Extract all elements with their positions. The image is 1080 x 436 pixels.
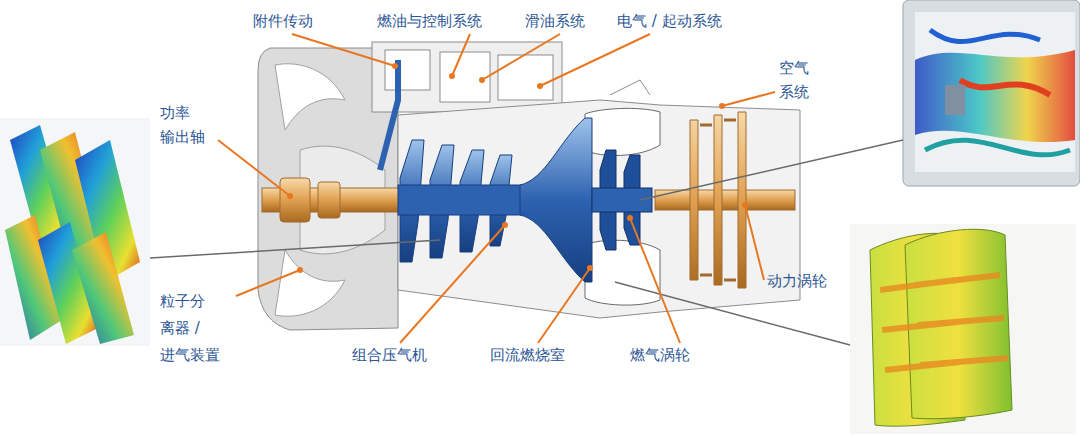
leader-dot <box>449 73 455 79</box>
leader-dot <box>537 83 543 89</box>
leader-dot <box>587 265 593 271</box>
leader-dot <box>742 202 748 208</box>
engine-section <box>610 80 650 95</box>
leader-line <box>482 34 560 80</box>
engine-section <box>690 112 746 288</box>
combustor-cfd-inset <box>903 0 1080 186</box>
part-label: 滑油系统 <box>525 12 585 31</box>
engine-section <box>498 55 553 100</box>
leader-line <box>400 225 505 343</box>
leader-dot <box>392 63 398 69</box>
leader-dot <box>297 267 303 273</box>
leader-line <box>540 34 650 86</box>
leader-line <box>745 205 764 280</box>
leader-line <box>236 270 300 296</box>
combustor-cfd-inset <box>903 0 1080 186</box>
part-label: 电气 / 起动系统 <box>617 12 722 31</box>
engine-section <box>275 64 345 130</box>
inset-callout-line <box>150 240 440 258</box>
combustor-cfd-inset <box>930 30 1040 42</box>
engine-section <box>585 108 660 155</box>
turbine-blade-inset <box>880 275 1008 370</box>
engine-section <box>380 60 398 170</box>
leader-dot <box>287 193 293 199</box>
leader-line <box>218 34 775 343</box>
combustor-cfd-inset <box>945 85 965 115</box>
combustor-cfd-inset <box>915 50 1075 142</box>
part-label: 燃气涡轮 <box>630 346 690 365</box>
compressor-cfd-inset <box>0 118 150 346</box>
part-label: 回流燃烧室 <box>490 346 565 365</box>
inset-callout-line <box>640 140 903 200</box>
turbine-blade-inset <box>850 224 1076 434</box>
combustor-cfd-inset <box>915 12 1075 172</box>
leader-dot <box>287 63 748 273</box>
engine-section <box>655 190 795 210</box>
leader-line <box>722 92 775 106</box>
part-label: 组合压气机 <box>352 346 427 365</box>
engine-section <box>440 52 490 102</box>
part-label: 空气 系统 <box>779 56 818 104</box>
leader-line <box>218 140 290 196</box>
engine-section <box>385 50 430 90</box>
engine-section <box>318 182 340 218</box>
engine-section <box>280 178 310 222</box>
part-label: 动力涡轮 <box>767 272 827 291</box>
engine-section <box>398 185 523 215</box>
engine-section <box>700 120 736 280</box>
engine-section <box>585 240 660 305</box>
leader-line <box>630 218 680 343</box>
part-label: 功率 输出轴 <box>160 101 214 149</box>
inset-callout-line <box>150 140 903 345</box>
compressor-cfd-inset <box>0 118 150 346</box>
inset-callout-line <box>615 282 850 345</box>
engine-section <box>275 250 345 316</box>
leader-dot <box>479 77 485 83</box>
leader-line <box>452 34 470 76</box>
leader-dot <box>719 103 725 109</box>
leader-dot <box>627 215 633 221</box>
engine-section <box>258 42 800 330</box>
part-label: 附件传动 <box>253 12 313 31</box>
engine-section <box>398 100 800 318</box>
leader-line <box>292 34 395 66</box>
leader-dot <box>502 222 508 228</box>
leader-line <box>538 268 590 343</box>
part-label: 粒子分 离器 / 进气装置 <box>160 288 229 369</box>
combustor-cfd-inset <box>960 80 1050 95</box>
engine-section <box>520 118 592 282</box>
compressor-cfd-inset <box>72 232 134 344</box>
part-label: 燃油与控制系统 <box>377 12 482 31</box>
turbine-blade-inset <box>850 224 1076 434</box>
combustor-cfd-inset <box>925 140 1070 155</box>
